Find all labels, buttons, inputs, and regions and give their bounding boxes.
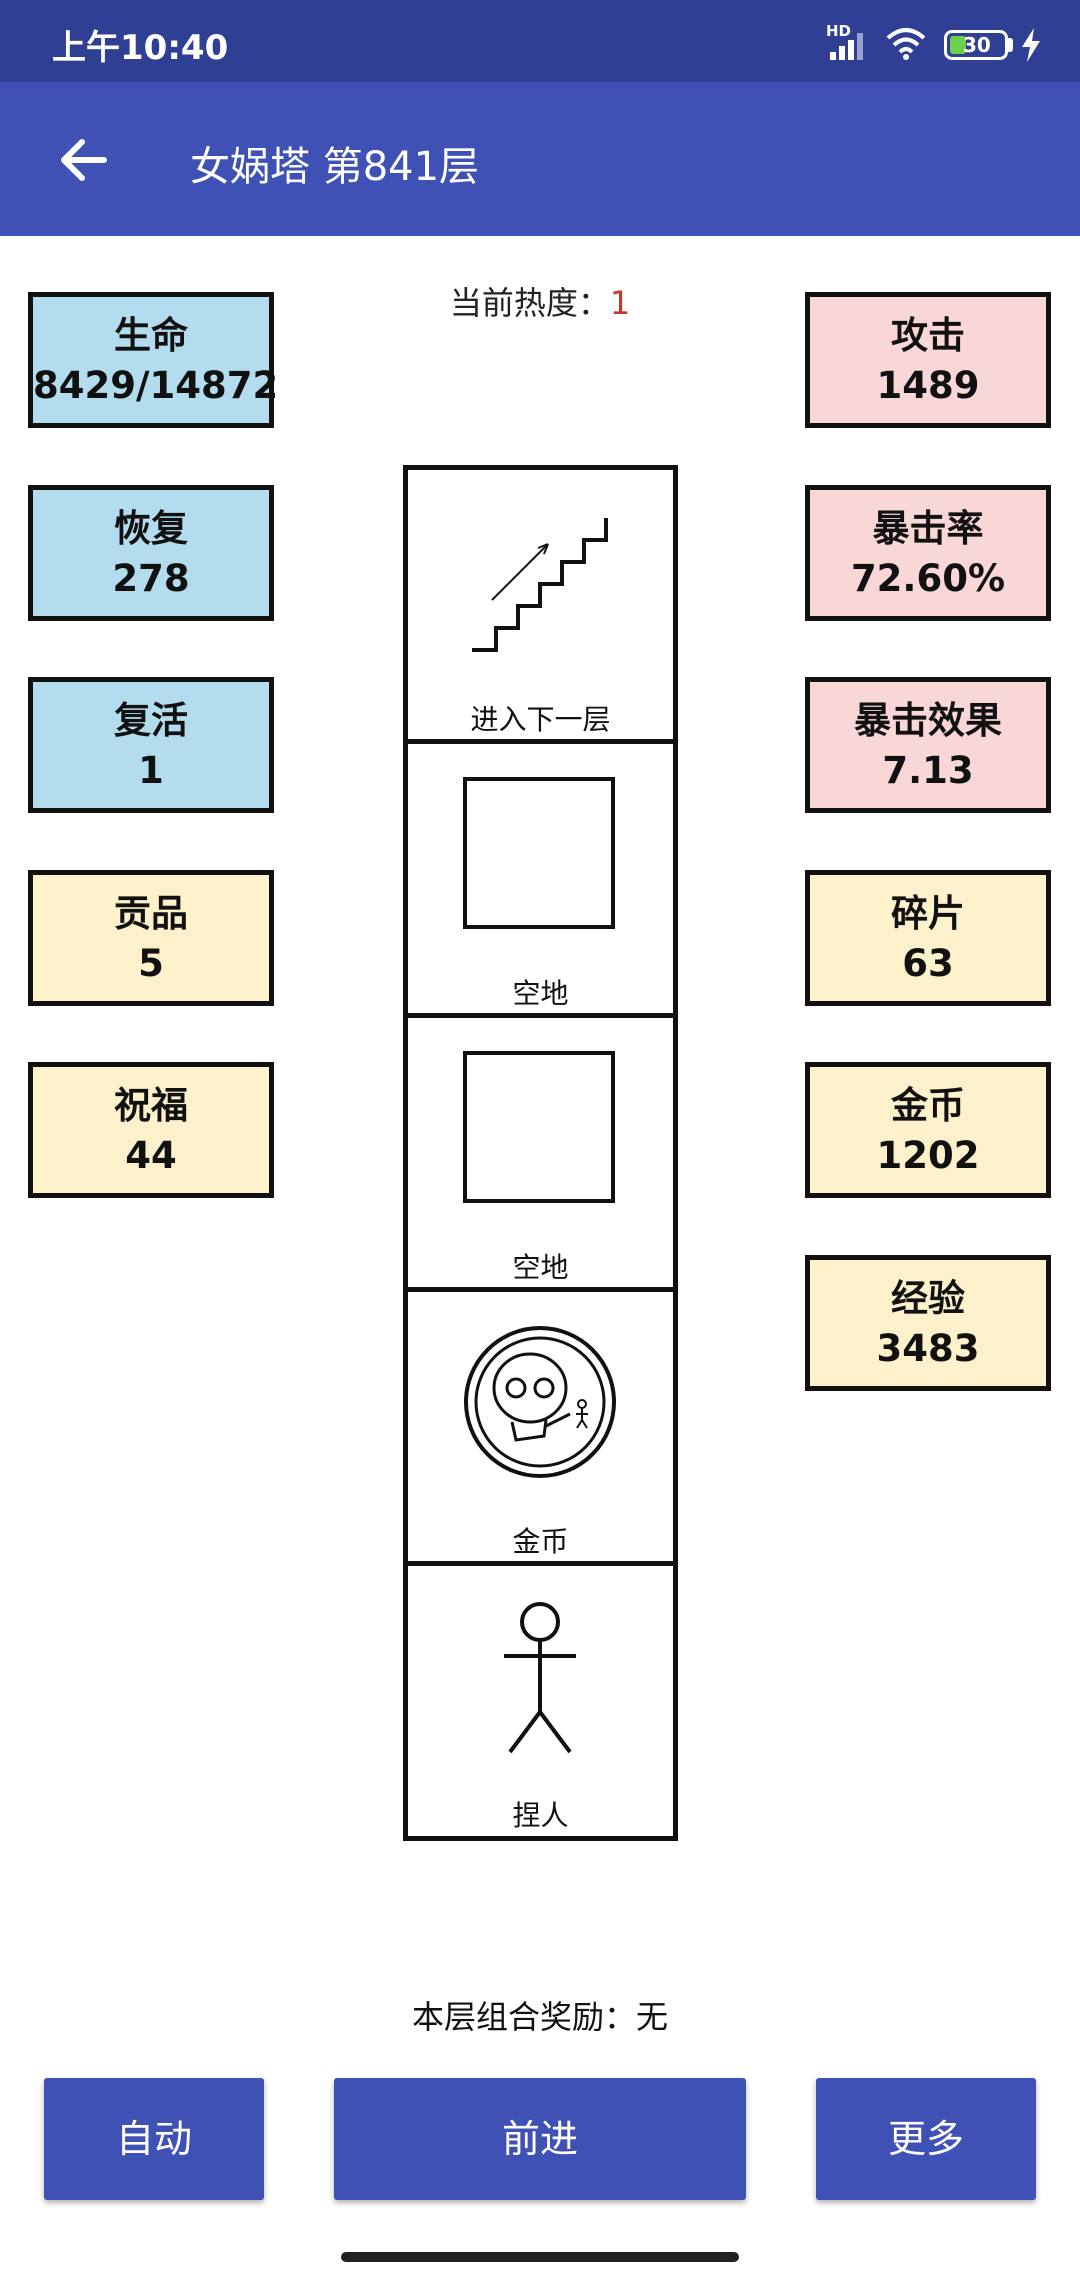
tower-cell-coin[interactable]: 金币	[408, 1292, 673, 1566]
cell-label: 空地	[512, 1251, 569, 1284]
back-arrow-icon[interactable]	[56, 132, 112, 188]
stat-attack: 攻击 1489	[805, 292, 1051, 428]
stick-figure-icon	[504, 1602, 576, 1754]
tower-cell-stairs[interactable]: 进入下一层	[408, 470, 673, 744]
heat-value: 1	[609, 284, 631, 322]
stat-crit-rate: 暴击率 72.60%	[805, 485, 1051, 621]
stat-crit-effect: 暴击效果 7.13	[805, 677, 1051, 813]
empty-square-icon	[463, 1051, 615, 1203]
stat-label: 祝福	[114, 1084, 188, 1127]
stat-label: 恢复	[114, 507, 188, 550]
stat-fragments: 碎片 63	[805, 870, 1051, 1006]
page-title: 女娲塔 第841层	[190, 144, 480, 190]
stat-value: 1	[138, 749, 164, 792]
battery-cap	[1008, 38, 1013, 52]
stat-experience: 经验 3483	[805, 1255, 1051, 1391]
signal-icon	[830, 33, 863, 60]
stat-blessing: 祝福 44	[28, 1062, 274, 1198]
stat-label: 暴击率	[872, 507, 984, 550]
battery-icon: 30	[944, 30, 1008, 60]
stat-label: 经验	[891, 1277, 965, 1320]
stat-label: 复活	[114, 699, 188, 742]
stat-tribute: 贡品 5	[28, 870, 274, 1006]
stat-value: 1202	[876, 1134, 980, 1177]
stat-value: 72.60%	[850, 557, 1006, 600]
stat-value: 7.13	[882, 749, 974, 792]
forward-button[interactable]: 前进	[334, 2078, 746, 2200]
wifi-icon	[886, 28, 926, 60]
home-indicator[interactable]	[341, 2252, 739, 2262]
stat-value: 1489	[876, 364, 980, 407]
stat-value: 278	[112, 557, 190, 600]
stat-label: 攻击	[891, 314, 965, 357]
empty-square-icon	[463, 777, 615, 929]
stat-label: 金币	[891, 1084, 965, 1127]
status-bar: 上午10:40 HD 30	[0, 0, 1080, 82]
stairs-up-icon	[472, 518, 608, 652]
tower-cell-character[interactable]: 捏人	[408, 1566, 673, 1840]
battery-fill	[950, 36, 966, 54]
cell-label: 捏人	[512, 1799, 569, 1832]
cell-label: 空地	[512, 977, 569, 1010]
tower-cell-empty[interactable]: 空地	[408, 1018, 673, 1292]
stat-value: 5	[138, 942, 164, 985]
stat-value: 8429/14872	[33, 364, 279, 407]
stat-value: 44	[125, 1134, 177, 1177]
cell-label: 进入下一层	[470, 703, 611, 736]
heat-label: 当前热度：	[449, 284, 610, 322]
tower-cell-empty[interactable]: 空地	[408, 744, 673, 1018]
hd-badge: HD	[826, 22, 852, 40]
stat-value: 3483	[876, 1327, 980, 1370]
stat-label: 贡品	[114, 892, 188, 935]
stat-gold: 金币 1202	[805, 1062, 1051, 1198]
tower-column: 进入下一层 空地 空地 金币 捏人	[403, 465, 678, 1841]
stat-hp: 生命 8429/14872	[28, 292, 279, 428]
combo-reward-text: 本层组合奖励：无	[411, 1998, 668, 2036]
app-bar: 女娲塔 第841层	[0, 82, 1080, 236]
stat-label: 碎片	[891, 892, 965, 935]
stat-value: 63	[902, 942, 954, 985]
coin-icon	[464, 1326, 616, 1478]
stat-label: 暴击效果	[854, 699, 1002, 742]
heat-indicator: 当前热度：1	[0, 278, 1080, 324]
battery-level: 30	[963, 33, 991, 57]
auto-button[interactable]: 自动	[44, 2078, 264, 2200]
cell-label: 金币	[512, 1525, 569, 1558]
more-button[interactable]: 更多	[816, 2078, 1036, 2200]
stat-label: 生命	[114, 314, 188, 357]
status-time: 上午10:40	[52, 28, 229, 68]
stat-revive: 复活 1	[28, 677, 274, 813]
charging-icon	[1022, 28, 1040, 62]
stat-regen: 恢复 278	[28, 485, 274, 621]
